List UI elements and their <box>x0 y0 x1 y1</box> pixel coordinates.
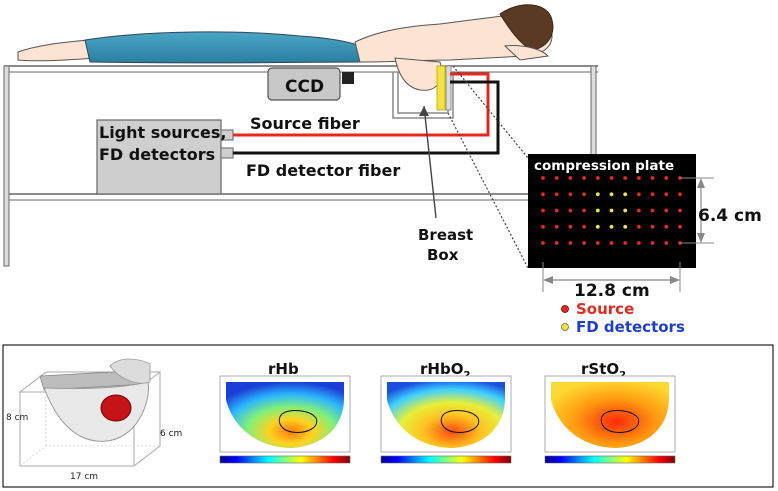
panel-rhb: rHb <box>219 360 351 464</box>
colorbar-rhb <box>219 455 351 464</box>
legend-source-label: Source <box>576 300 634 318</box>
plate-fiber-grid <box>541 176 682 245</box>
compression-plate: compression plate <box>528 154 696 268</box>
legend-detector-label: FD detectors <box>576 318 685 336</box>
detector-fiber-dot <box>609 208 614 213</box>
source-fiber-dot <box>568 192 573 197</box>
source-fiber-dot <box>637 224 641 229</box>
detector-fiber-dot <box>623 208 628 213</box>
panel-rhbo2-title: rHbO2 <box>420 360 470 381</box>
panel-rhb-title: rHb <box>268 360 299 378</box>
light-sources-label-1: Light sources, <box>99 123 226 142</box>
detector-fiber-dot <box>595 224 600 229</box>
source-fiber-dot <box>582 241 586 245</box>
source-fiber-dot <box>664 176 669 180</box>
source-fiber-dot <box>541 176 545 180</box>
source-fiber-dot <box>623 176 628 180</box>
source-fiber-dot <box>595 176 600 180</box>
source-fiber-dot <box>568 208 573 213</box>
dimension-markers: 6.4 cm 12.8 cm <box>542 177 762 301</box>
source-fiber-dot <box>664 208 669 213</box>
panel-rhbo2: rHbO2 <box>380 360 512 464</box>
source-fiber-dot <box>582 224 586 229</box>
source-fiber-dot <box>609 176 614 180</box>
source-fiber-dot <box>582 208 586 213</box>
fibers: Source fiber FD detector fiber <box>233 72 500 180</box>
source-fiber-label: Source fiber <box>250 114 360 133</box>
tumor-region <box>100 394 132 422</box>
source-fiber-dot <box>650 208 655 213</box>
source-fiber-dot <box>650 192 655 197</box>
source-fiber-dot <box>541 208 545 213</box>
detector-fiber-dot <box>609 224 614 229</box>
detector-fiber-dot <box>609 192 614 197</box>
source-fiber-dot <box>650 241 655 245</box>
source-fiber-dot <box>650 224 655 229</box>
model-depth-label: 6 cm <box>160 429 182 439</box>
ccd-camera: CCD <box>267 67 354 101</box>
colorbar-rsto2 <box>544 455 676 464</box>
model-width-label: 17 cm <box>70 472 98 482</box>
height-dim-label: 6.4 cm <box>698 206 762 226</box>
source-fiber-dot <box>609 241 614 245</box>
detector-fiber-dot <box>595 208 600 213</box>
legend-source-marker <box>561 305 569 313</box>
breast-3d-model: 8 cm 6 cm 17 cm <box>6 358 182 482</box>
source-fiber-dot <box>582 176 586 180</box>
breast-box-annotation: Breast Box <box>418 65 529 269</box>
source-fiber-dot <box>678 208 682 213</box>
source-fiber-dot <box>637 241 641 245</box>
detector-fiber-dot <box>623 192 628 197</box>
colorbar-rhbo2 <box>380 455 512 464</box>
detector-fiber-dot <box>623 224 628 229</box>
source-fiber-dot <box>568 241 573 245</box>
ccd-label: CCD <box>285 77 324 97</box>
width-dim-label: 12.8 cm <box>574 281 650 301</box>
model-height-label: 8 cm <box>6 413 28 423</box>
source-fiber-dot <box>664 241 669 245</box>
source-fiber-dot <box>541 192 545 197</box>
source-fiber-dot <box>568 224 573 229</box>
compression-plate-label: compression plate <box>534 158 674 174</box>
detector-fiber-line <box>233 80 500 155</box>
source-fiber-line <box>233 72 490 137</box>
source-fiber-dot <box>554 224 559 229</box>
source-fiber-dot <box>541 224 545 229</box>
source-fiber-dot <box>568 176 573 180</box>
source-fiber-dot <box>554 192 559 197</box>
source-fiber-dot <box>637 208 641 213</box>
results-panel-frame <box>2 344 774 488</box>
source-fiber-dot <box>678 224 682 229</box>
source-fiber-dot <box>664 192 669 197</box>
breast-box-label-2: Box <box>427 246 459 264</box>
light-sources-label-2: FD detectors <box>99 145 215 164</box>
breast-box-label-1: Breast <box>418 226 473 244</box>
source-fiber-dot <box>637 176 641 180</box>
source-fiber-dot <box>554 208 559 213</box>
source-fiber-dot <box>678 192 682 197</box>
source-fiber-dot <box>554 241 559 245</box>
source-fiber-dot <box>541 241 545 245</box>
source-fiber-dot <box>650 176 655 180</box>
panel-rsto2-title: rStO2 <box>581 360 626 381</box>
source-fiber-dot <box>595 241 600 245</box>
breast-box-arrow <box>423 105 437 219</box>
source-fiber-dot <box>582 192 586 197</box>
light-source-unit: Light sources, FD detectors <box>96 119 234 195</box>
source-fiber-dot <box>664 224 669 229</box>
detector-fiber-dot <box>595 192 600 197</box>
patient-figure <box>17 4 554 91</box>
panel-rsto2: rStO2 <box>544 360 676 464</box>
source-fiber-dot <box>623 241 628 245</box>
source-fiber-dot <box>637 192 641 197</box>
source-fiber-dot <box>554 176 559 180</box>
legend-detector-marker <box>561 323 569 331</box>
detector-fiber-label: FD detector fiber <box>246 161 400 180</box>
legend: Source FD detectors <box>561 300 685 336</box>
